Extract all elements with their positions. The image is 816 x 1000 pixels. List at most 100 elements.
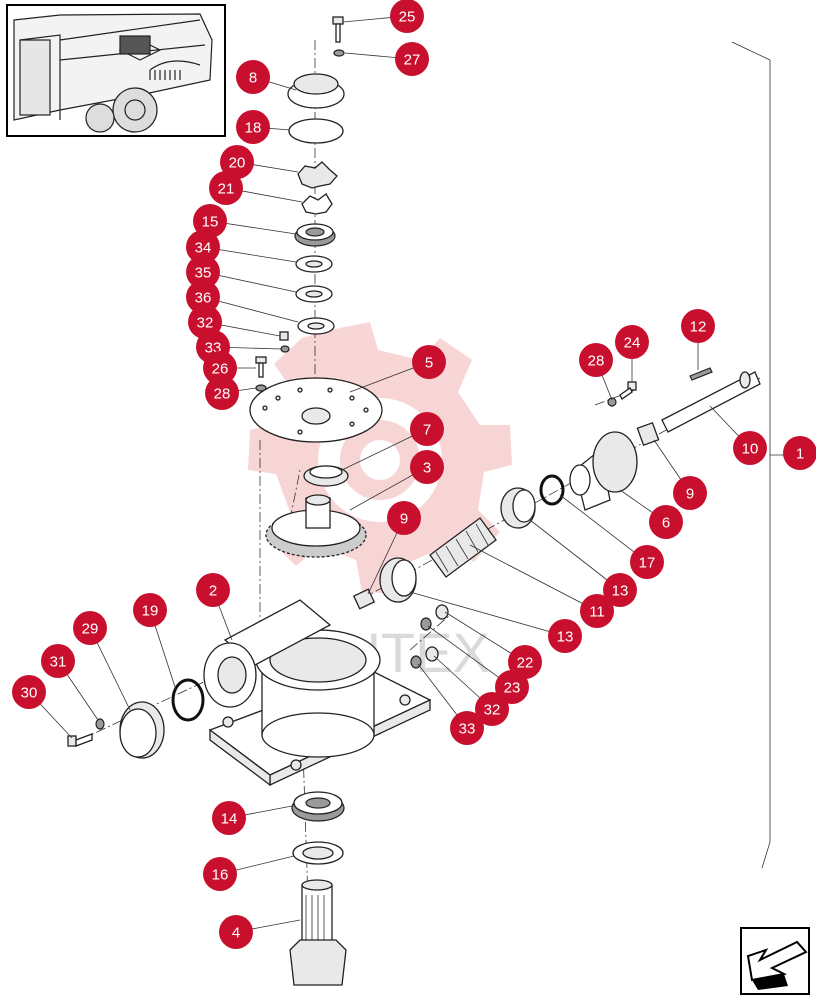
callout-12[interactable]: 12 [681, 309, 715, 343]
callout-number: 25 [399, 9, 416, 26]
washer-part-28-right [607, 397, 617, 407]
leader-line-23 [427, 625, 513, 688]
callout-26[interactable]: 26 [203, 351, 237, 385]
callout-28[interactable]: 28 [579, 343, 613, 377]
callout-number: 21 [218, 181, 235, 198]
callout-circle [649, 505, 683, 539]
shim-part-36 [297, 317, 335, 335]
callout-circle [410, 412, 444, 446]
machine-thumbnail-icon[interactable] [6, 4, 226, 137]
callout-circle [203, 351, 237, 385]
callout-circle [783, 436, 816, 470]
callout-number: 9 [400, 511, 408, 528]
callout-5[interactable]: 5 [412, 345, 446, 379]
callout-7[interactable]: 7 [410, 412, 444, 446]
callout-3[interactable]: 3 [410, 450, 444, 484]
bushing-part-9-right [636, 421, 660, 447]
ring-part-7 [303, 465, 349, 487]
callout-30[interactable]: 30 [12, 675, 46, 709]
callout-31[interactable]: 31 [41, 644, 75, 678]
callout-circle [203, 857, 237, 891]
lock-part-20 [297, 161, 338, 189]
callout-number: 34 [195, 240, 212, 257]
washer-part-31 [95, 718, 105, 730]
bearing-part-13-left [379, 557, 417, 603]
callout-number: 11 [589, 604, 605, 621]
callout-2[interactable]: 2 [196, 573, 230, 607]
callout-27[interactable]: 27 [395, 42, 429, 76]
callout-21[interactable]: 21 [209, 171, 243, 205]
callout-number: 24 [624, 335, 641, 352]
callout-circle [133, 593, 167, 627]
bearing-cap-part-6 [569, 431, 638, 511]
callout-13[interactable]: 13 [603, 573, 637, 607]
callout-4[interactable]: 4 [219, 915, 253, 949]
callout-28[interactable]: 28 [205, 376, 239, 410]
callout-circle [205, 376, 239, 410]
callout-23[interactable]: 23 [495, 670, 529, 704]
callout-18[interactable]: 18 [236, 110, 270, 144]
callout-number: 12 [690, 319, 707, 336]
screw-part-24 [619, 381, 637, 400]
side-cover-part-29 [119, 701, 165, 759]
callout-number: 29 [82, 621, 99, 638]
worm-wheel-part-3 [265, 494, 367, 558]
callout-25[interactable]: 25 [390, 0, 424, 33]
callout-29[interactable]: 29 [73, 611, 107, 645]
callout-circle [387, 501, 421, 535]
back-arrow-icon[interactable] [740, 927, 810, 995]
callout-number: 6 [662, 515, 670, 532]
washer-part-33 [280, 345, 290, 353]
callout-number: 32 [484, 702, 501, 719]
callout-22[interactable]: 22 [508, 645, 542, 679]
callout-circle [681, 309, 715, 343]
callout-circle [186, 255, 220, 289]
callout-circle [395, 42, 429, 76]
callout-number: 35 [195, 265, 212, 282]
gearbox-housing-part-2 [203, 599, 432, 787]
callout-10[interactable]: 10 [733, 431, 767, 465]
callout-11[interactable]: 11 [580, 594, 614, 628]
callout-circle [579, 343, 613, 377]
bushing-part-9-left [352, 588, 376, 610]
callout-24[interactable]: 24 [615, 325, 649, 359]
callout-8[interactable]: 8 [236, 60, 270, 94]
callout-14[interactable]: 14 [212, 801, 246, 835]
callout-9[interactable]: 9 [387, 501, 421, 535]
callout-number: 36 [195, 290, 212, 307]
callout-circle [193, 204, 227, 238]
seal-ring-part-17 [539, 474, 565, 506]
callout-17[interactable]: 17 [630, 545, 664, 579]
callout-9[interactable]: 9 [673, 476, 707, 510]
callout-32[interactable]: 32 [475, 692, 509, 726]
callout-number: 18 [245, 120, 262, 137]
callout-number: 20 [229, 155, 246, 172]
callout-34[interactable]: 34 [186, 230, 220, 264]
callout-circle [548, 619, 582, 653]
callout-circle [186, 280, 220, 314]
key-part-12 [689, 367, 713, 381]
callout-20[interactable]: 20 [220, 145, 254, 179]
callout-16[interactable]: 16 [203, 857, 237, 891]
bearing-part-14 [291, 791, 345, 822]
worm-screw-part-11 [429, 517, 497, 578]
callout-13[interactable]: 13 [548, 619, 582, 653]
callout-19[interactable]: 19 [133, 593, 167, 627]
callout-circle [219, 915, 253, 949]
callout-number: 4 [232, 925, 240, 942]
callout-33[interactable]: 33 [450, 711, 484, 745]
bolt-part-25 [332, 16, 344, 43]
callout-1[interactable]: 1 [783, 436, 816, 470]
callout-number: 26 [212, 361, 229, 378]
callout-36[interactable]: 36 [186, 280, 220, 314]
callout-6[interactable]: 6 [649, 505, 683, 539]
callout-35[interactable]: 35 [186, 255, 220, 289]
gasket-part-18 [288, 118, 344, 144]
callout-number: 9 [686, 486, 694, 503]
callout-circle [580, 594, 614, 628]
callout-circle [630, 545, 664, 579]
callout-15[interactable]: 15 [193, 204, 227, 238]
output-shaft-part-4 [289, 879, 347, 986]
